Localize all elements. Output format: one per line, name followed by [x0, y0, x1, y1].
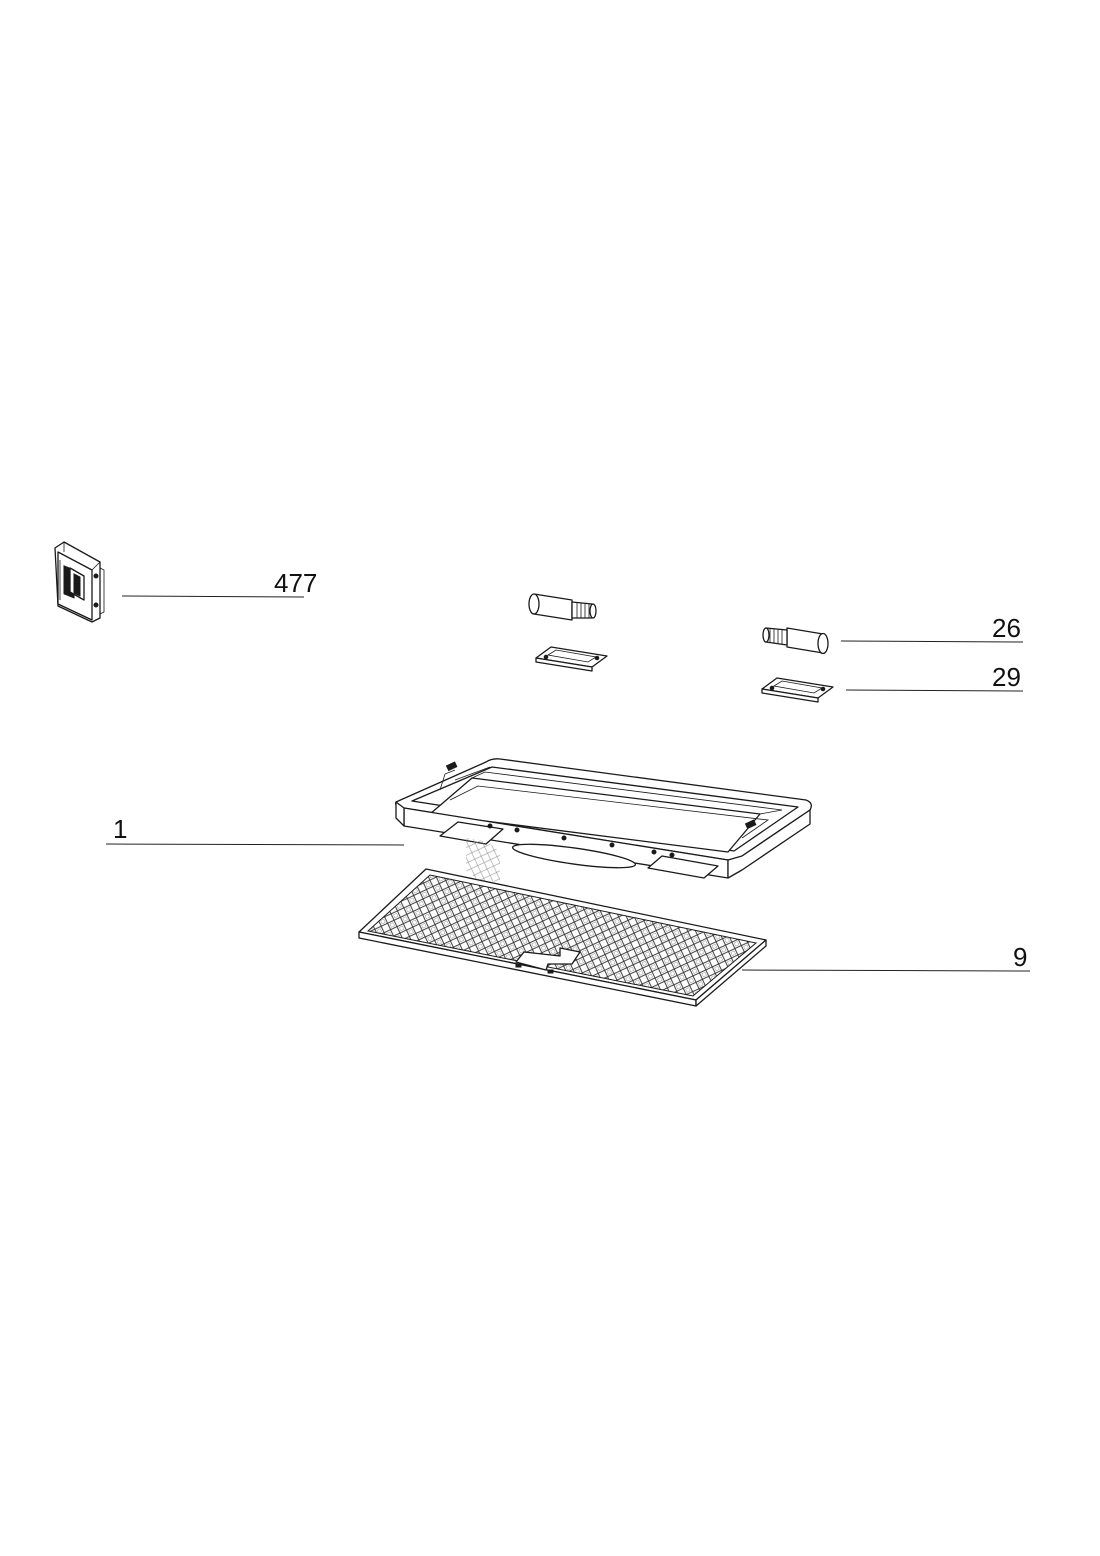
leader-477 [121, 595, 305, 598]
bolt-part-26-right [762, 627, 829, 655]
bracket-part-477 [54, 541, 105, 623]
leader-1 [105, 843, 405, 846]
frame-part-1 [395, 758, 812, 882]
grease-filter-part-9 [358, 868, 767, 1007]
bolt-part-26-left [528, 593, 597, 621]
callout-9: 9 [1013, 942, 1027, 972]
leader-26 [840, 640, 1024, 643]
callout-29: 29 [992, 662, 1021, 692]
lamp-holder-part-29-left [535, 646, 608, 672]
leader-29 [845, 689, 1024, 692]
callout-477: 477 [274, 568, 317, 598]
callout-26: 26 [992, 613, 1021, 643]
callout-1: 1 [113, 814, 127, 844]
lamp-holder-part-29-right [761, 677, 834, 703]
leader-9 [741, 969, 1031, 972]
